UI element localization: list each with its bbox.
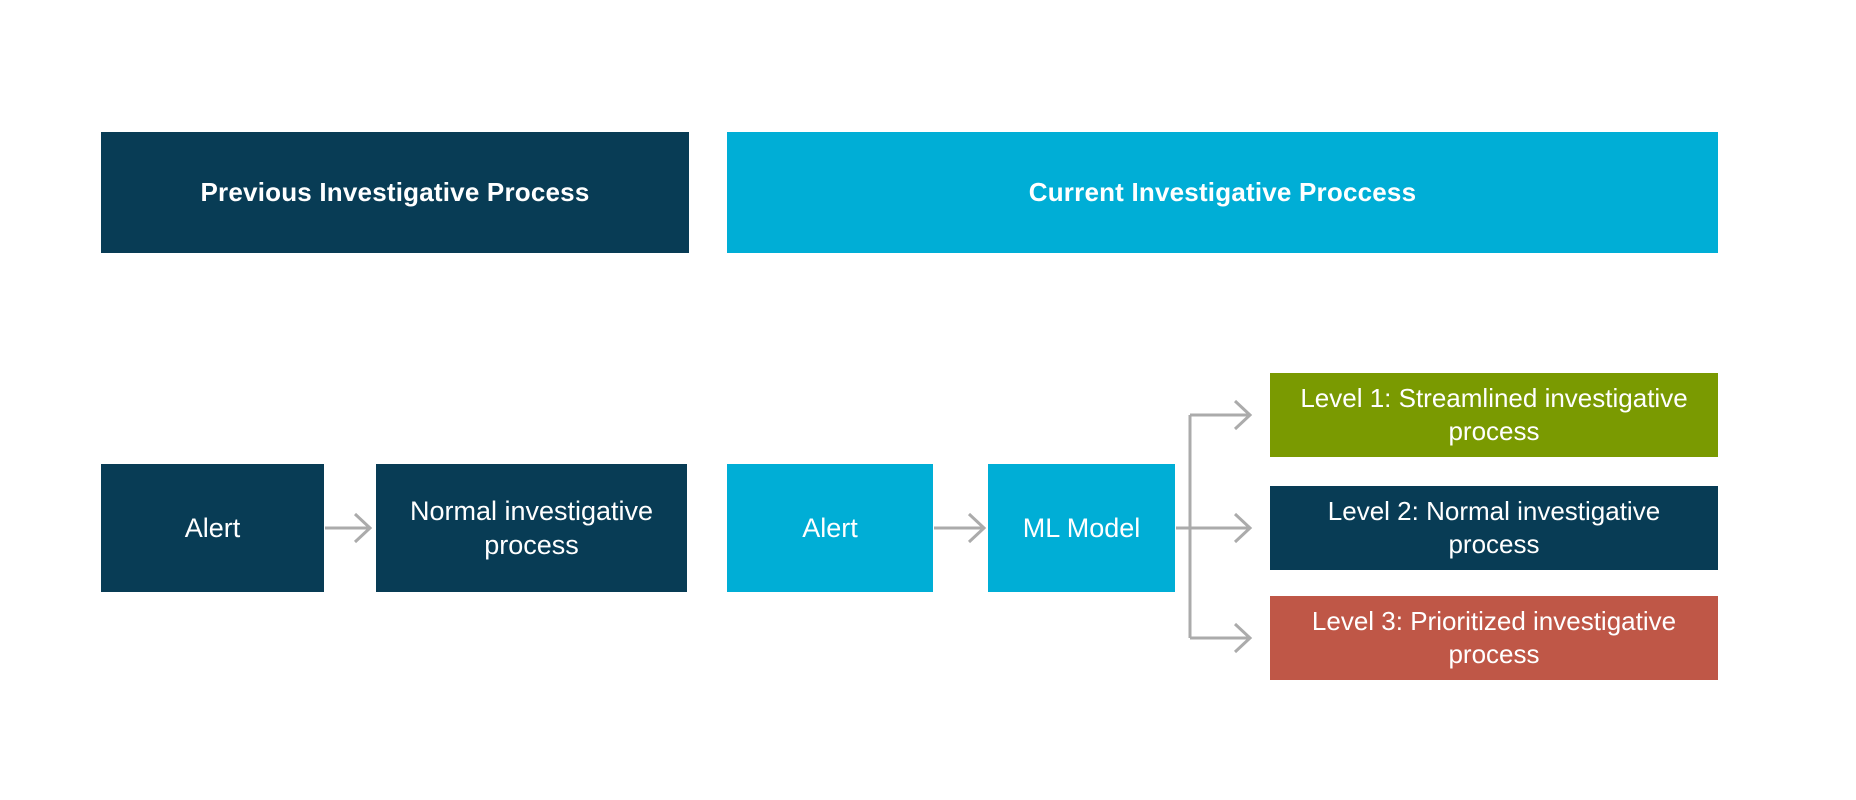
node-current-alert-label: Alert bbox=[802, 513, 858, 543]
node-current-alert: Alert bbox=[727, 464, 933, 592]
node-level2-label: Level 2: Normal investigative process bbox=[1327, 496, 1661, 559]
arrow-prev-alert-to-process bbox=[325, 512, 373, 544]
node-ml-model: ML Model bbox=[988, 464, 1175, 592]
node-level3-prioritized: Level 3: Prioritized investigative proce… bbox=[1270, 596, 1718, 680]
node-level1-streamlined: Level 1: Streamlined investigative proce… bbox=[1270, 373, 1718, 457]
node-previous-alert: Alert bbox=[101, 464, 324, 592]
header-previous-process-label: Previous Investigative Process bbox=[200, 177, 590, 207]
node-level1-label: Level 1: Streamlined investigative proce… bbox=[1300, 383, 1688, 446]
header-current-process: Current Investigative Proccess bbox=[727, 132, 1718, 253]
header-previous-process: Previous Investigative Process bbox=[101, 132, 689, 253]
node-previous-alert-label: Alert bbox=[184, 513, 241, 543]
arrow-curr-alert-to-model bbox=[934, 512, 987, 544]
node-ml-model-label: ML Model bbox=[1022, 513, 1141, 543]
node-level3-label: Level 3: Prioritized investigative proce… bbox=[1311, 606, 1677, 669]
header-current-process-label: Current Investigative Proccess bbox=[1028, 177, 1417, 207]
node-level2-normal: Level 2: Normal investigative process bbox=[1270, 486, 1718, 570]
node-normal-investigative-process-label: Normal investigative process bbox=[409, 496, 654, 560]
node-normal-investigative-process: Normal investigative process bbox=[376, 464, 687, 592]
branch-ml-model-to-levels bbox=[1176, 399, 1253, 654]
branch-trunk bbox=[1176, 415, 1192, 638]
